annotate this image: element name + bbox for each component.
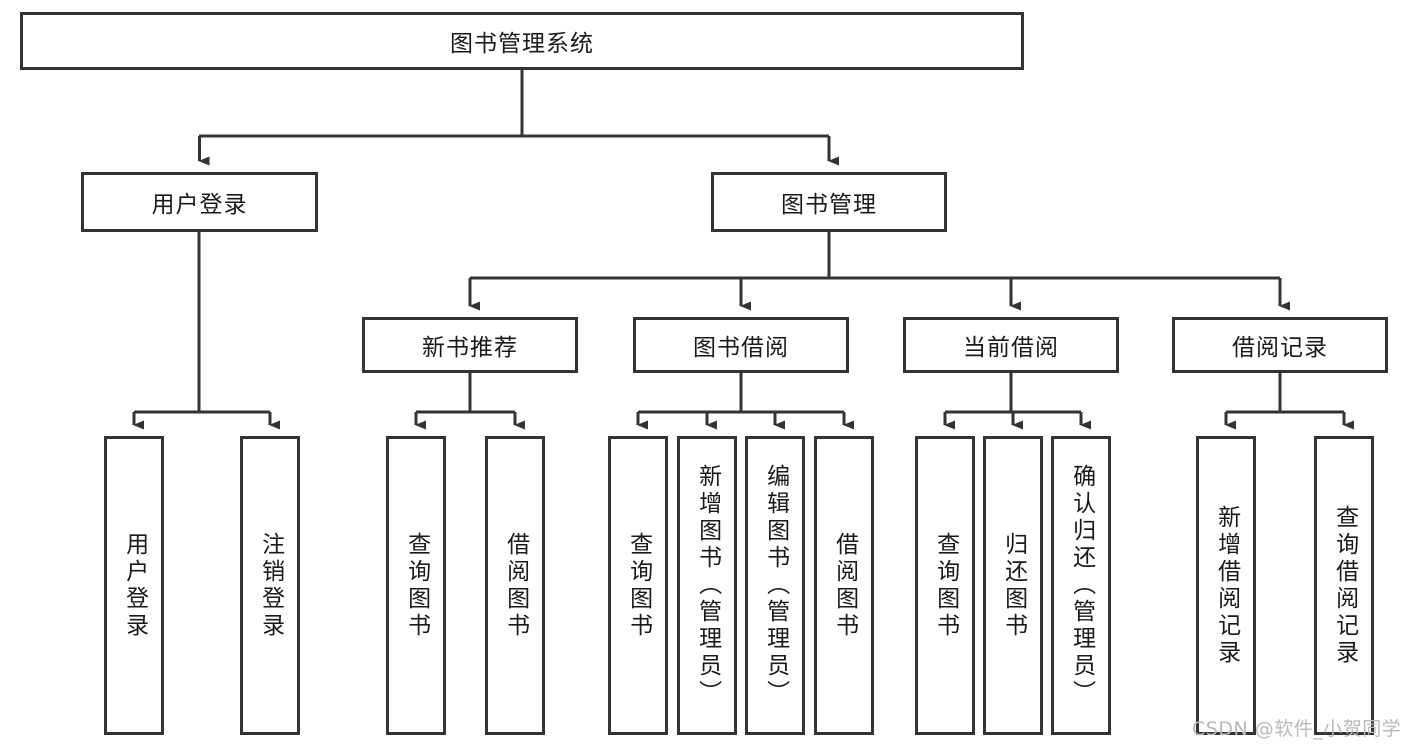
node-label: 注销登录 (257, 531, 284, 640)
node-book-borrow[interactable]: 图书借阅 (633, 317, 849, 373)
node-leaf-borrow-book[interactable]: 借阅图书 (814, 436, 874, 735)
node-label: 图书借阅 (693, 335, 789, 361)
node-label: 编辑图书（管理员） (762, 464, 789, 707)
node-label: 借阅图书 (502, 531, 529, 640)
node-leaf-user-logout[interactable]: 注销登录 (240, 436, 300, 735)
node-leaf-add-borrow-record[interactable]: 新增借阅记录 (1196, 436, 1256, 735)
node-label: 新增借阅记录 (1213, 504, 1240, 667)
node-leaf-confirm-return-admin[interactable]: 确认归还（管理员） (1051, 436, 1111, 735)
node-label: 用户登录 (151, 192, 248, 218)
node-label: 新书推荐 (422, 335, 518, 361)
node-book-manage-group[interactable]: 图书管理 (711, 172, 947, 232)
node-label: 当前借阅 (963, 335, 1059, 361)
node-new-book-recommend[interactable]: 新书推荐 (362, 317, 578, 373)
node-leaf-query-borrow-record[interactable]: 查询借阅记录 (1314, 436, 1374, 735)
node-leaf-query-book-recommend[interactable]: 查询图书 (386, 436, 446, 735)
node-current-borrow[interactable]: 当前借阅 (903, 317, 1119, 373)
node-borrow-record[interactable]: 借阅记录 (1172, 317, 1388, 373)
node-label: 图书管理系统 (450, 31, 594, 57)
node-user-login-group[interactable]: 用户登录 (81, 172, 318, 232)
node-root[interactable]: 图书管理系统 (20, 12, 1024, 70)
node-leaf-borrow-book-recommend[interactable]: 借阅图书 (485, 436, 545, 735)
csdn-watermark: CSDN @软件_小贺同学 (1192, 718, 1402, 740)
node-label: 查询图书 (403, 531, 430, 640)
node-label: 查询借阅记录 (1331, 504, 1358, 667)
node-leaf-edit-book-admin[interactable]: 编辑图书（管理员） (745, 436, 805, 735)
node-label: 图书管理 (781, 192, 877, 218)
node-leaf-query-book-current[interactable]: 查询图书 (915, 436, 975, 735)
node-label: 用户登录 (121, 531, 148, 640)
node-label: 借阅记录 (1232, 335, 1328, 361)
node-leaf-return-book[interactable]: 归还图书 (983, 436, 1043, 735)
node-label: 借阅图书 (831, 531, 858, 640)
node-leaf-user-login[interactable]: 用户登录 (104, 436, 164, 735)
node-label: 确认归还（管理员） (1068, 464, 1095, 707)
node-leaf-query-book-borrow[interactable]: 查询图书 (608, 436, 668, 735)
node-label: 新增图书（管理员） (694, 464, 721, 707)
node-label: 查询图书 (932, 531, 959, 640)
node-label: 归还图书 (1000, 531, 1027, 640)
node-label: 查询图书 (625, 531, 652, 640)
node-leaf-add-book-admin[interactable]: 新增图书（管理员） (677, 436, 737, 735)
